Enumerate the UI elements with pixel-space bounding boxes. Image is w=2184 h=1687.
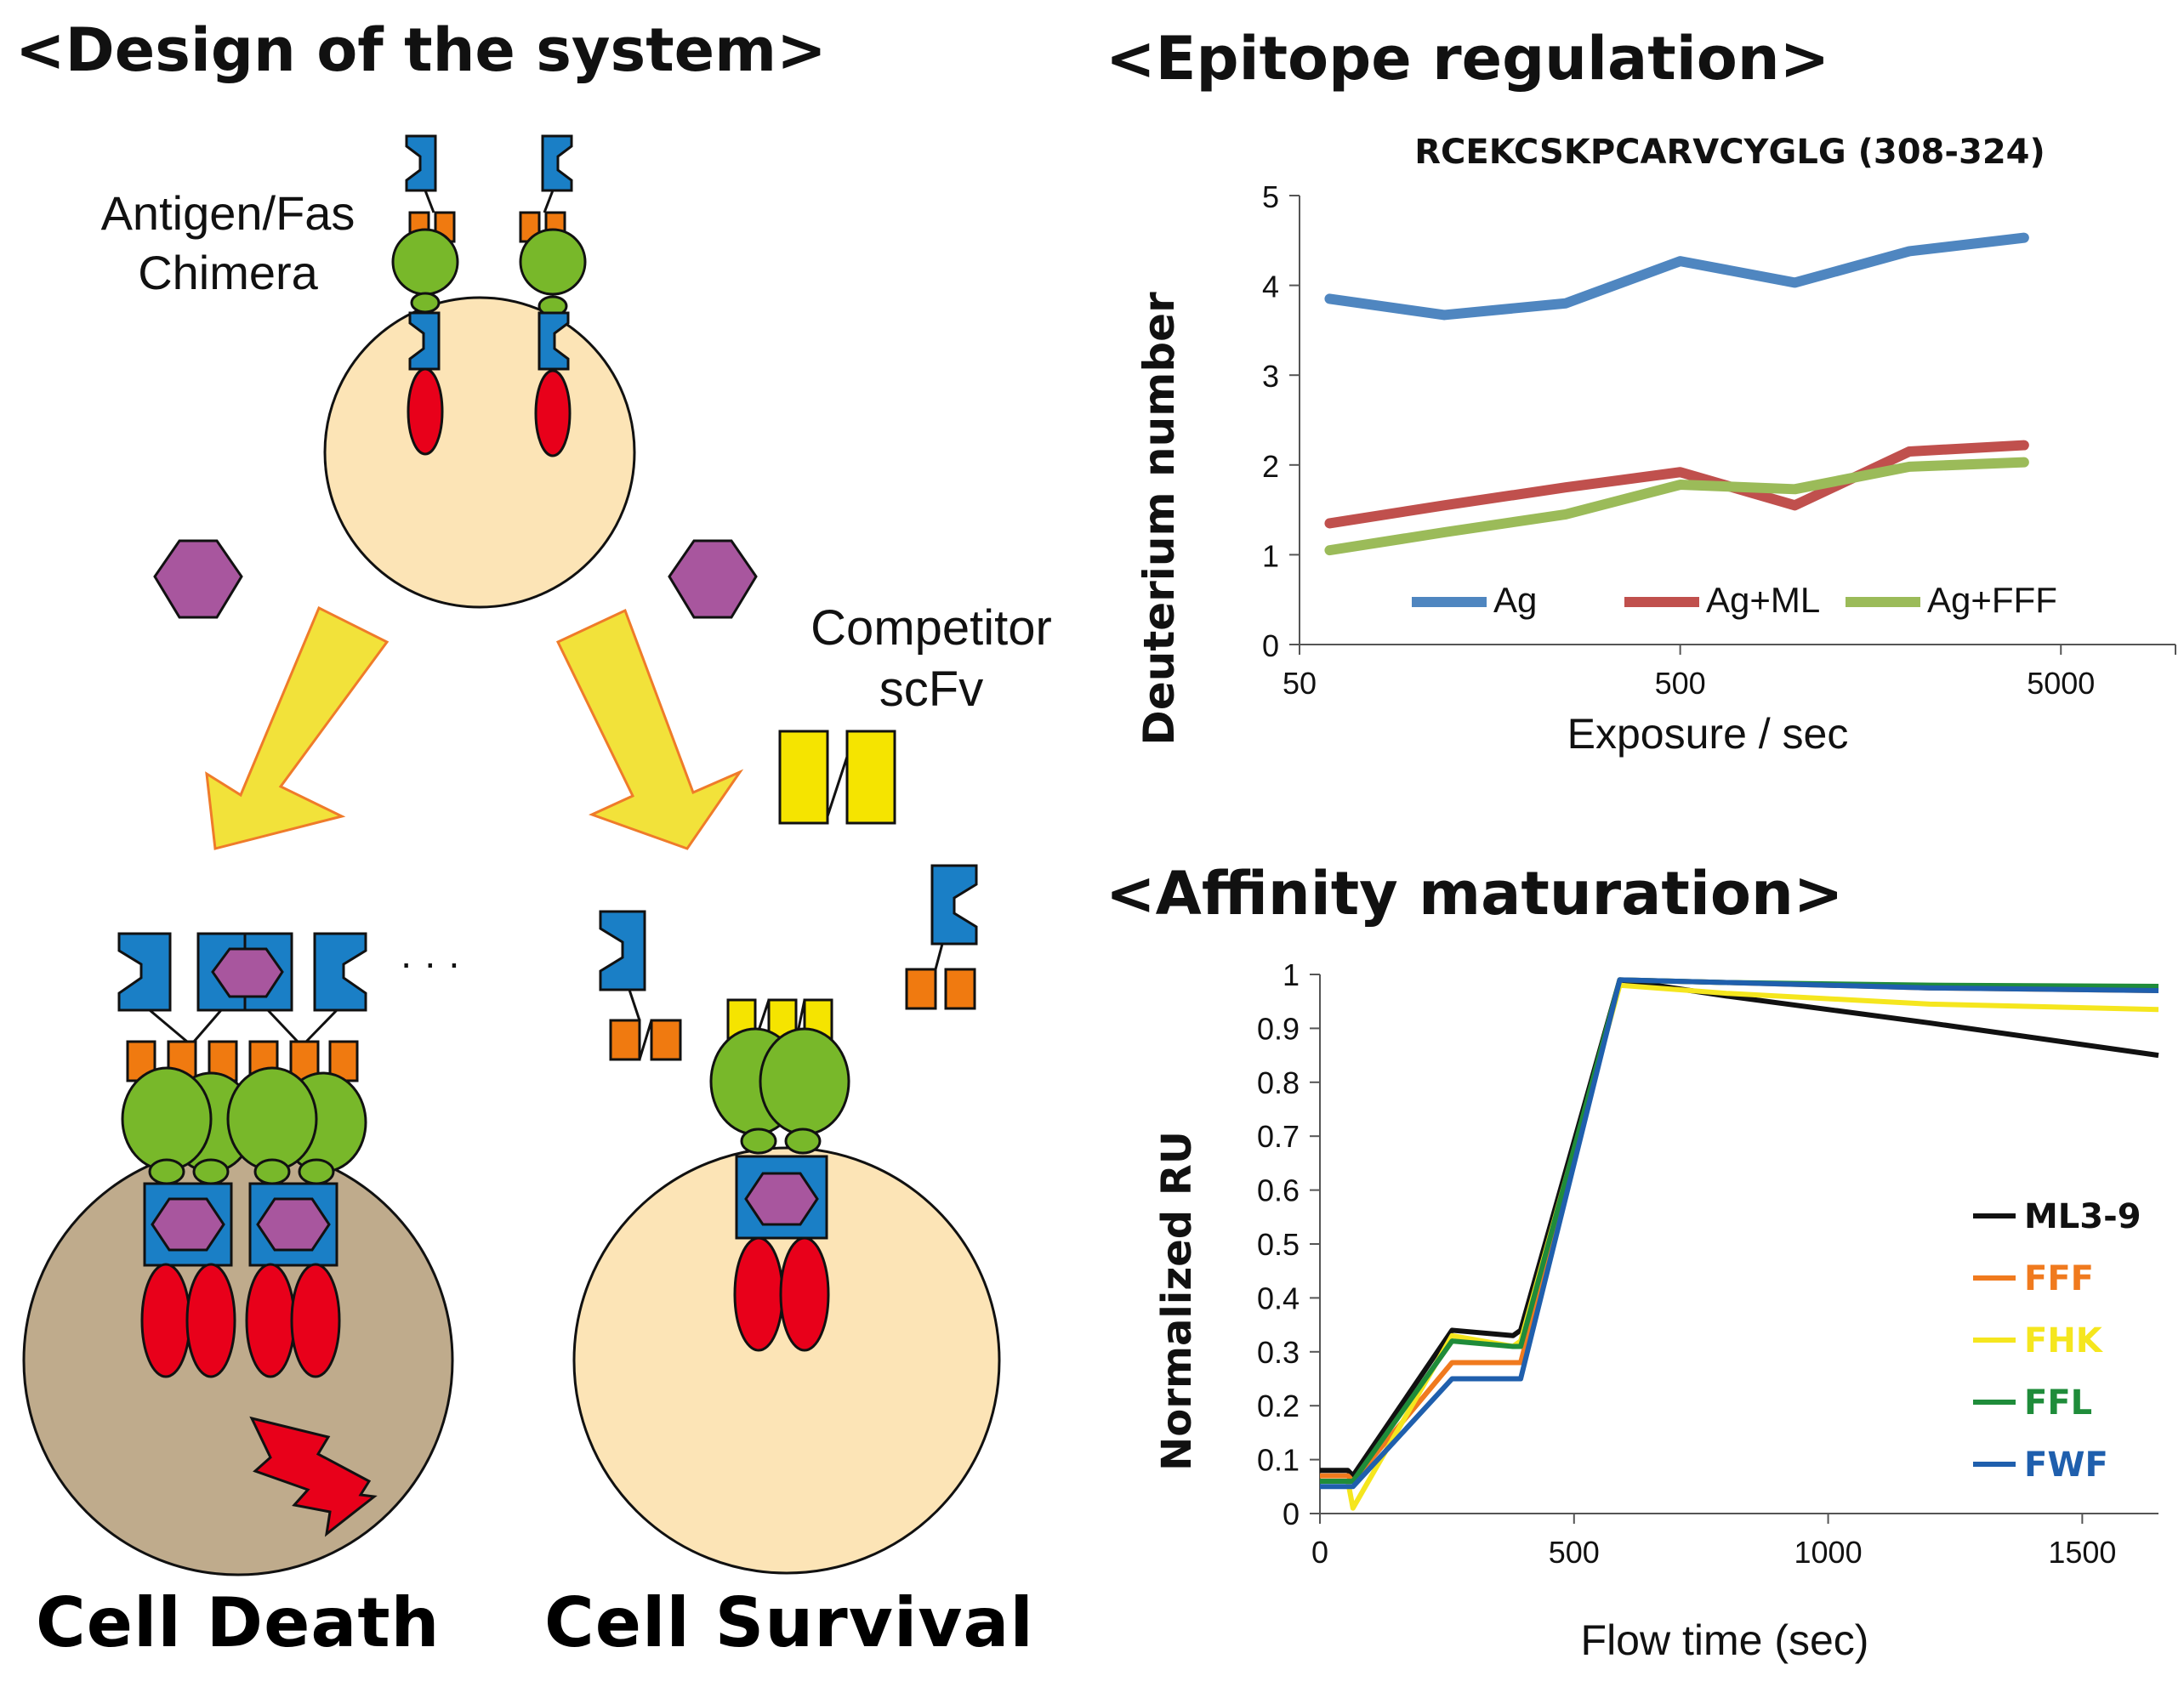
y-tick-label: 0.2 — [1257, 1389, 1300, 1423]
cell-survival-label: Cell Survival — [544, 1583, 1034, 1662]
affinity-chart-axes: 0 0.1 0.2 0.3 0.4 0.5 0.6 0.7 0.8 0.9 1 0 500 1000 150… — [1257, 957, 2158, 1570]
y-tick-label: 0.7 — [1257, 1119, 1300, 1154]
y-tick-label: 2 — [1262, 449, 1279, 484]
y-tick-label: 0.6 — [1257, 1173, 1300, 1208]
y-tick-label: 1 — [1283, 957, 1300, 992]
death-signal-arrow — [249, 1416, 378, 1537]
legend-label: ML3-9 — [2024, 1197, 2141, 1236]
ellipsis-dots: · · · — [400, 940, 461, 985]
x-tick-label: 500 — [1655, 666, 1706, 701]
x-tick-label: 0 — [1311, 1535, 1328, 1570]
top-cell — [323, 296, 636, 609]
affinity-chart: 0 0.1 0.2 0.3 0.4 0.5 0.6 0.7 0.8 0.9 1 0 500 1000 150… — [1153, 957, 2159, 1664]
dying-cell — [22, 1145, 454, 1576]
free-chimera-right — [905, 864, 978, 1010]
y-tick-label: 1 — [1262, 538, 1279, 573]
ligand-hexagon-left — [153, 539, 243, 619]
x-tick-label: 5000 — [2027, 666, 2095, 701]
y-tick-label: 0 — [1283, 1497, 1300, 1531]
series-line-fwf — [1320, 977, 2159, 1490]
x-tick-label: 50 — [1283, 666, 1317, 701]
series-line-ag — [1324, 232, 2029, 321]
series-line-ag-fff — [1324, 457, 2029, 556]
affinity-chart-ylabel: Normalized RU — [1153, 1131, 1201, 1471]
x-tick-label: 1000 — [1794, 1535, 1863, 1570]
competitor-label-line1: Competitor — [810, 600, 1052, 656]
y-tick-label: 0 — [1262, 628, 1279, 663]
x-tick-label: 1500 — [2048, 1535, 2116, 1570]
y-tick-label: 0.8 — [1257, 1065, 1300, 1100]
epitope-heading: <Epitope regulation> — [1106, 24, 1830, 94]
legend-label: FWF — [2024, 1446, 2108, 1485]
epitope-chart-legend: Ag Ag+ML Ag+FFF — [1412, 580, 2057, 620]
y-tick-label: 0.9 — [1257, 1011, 1300, 1046]
legend-label: Ag — [1493, 580, 1537, 620]
epitope-chart-title: RCEKCSKPCARVCYGLG (308-324) — [1414, 133, 2045, 172]
epitope-chart: RCEKCSKPCARVCYGLG (308-324) 0 1 2 3 4 5 50 500 5… — [1135, 133, 2176, 758]
arrow-to-death — [205, 605, 390, 850]
chimera-label-line2: Chimera — [138, 246, 318, 299]
design-diagram: Antigen/Fas Chimera Competitor scFv — [22, 134, 1052, 1576]
y-tick-label: 0.1 — [1257, 1443, 1300, 1478]
legend-label: FFL — [2024, 1383, 2092, 1423]
ligand-hexagon-right — [668, 539, 758, 619]
chimera-label-line1: Antigen/Fas — [101, 186, 355, 240]
free-chimera-left — [599, 910, 682, 1061]
surviving-cell — [572, 1146, 1001, 1575]
legend-label: FFF — [2024, 1259, 2094, 1298]
y-tick-label: 5 — [1262, 179, 1279, 214]
arrow-to-survival — [555, 608, 744, 850]
y-tick-label: 0.4 — [1257, 1281, 1300, 1315]
series-line-ag-ml — [1324, 440, 2029, 529]
y-tick-label: 4 — [1262, 270, 1279, 304]
design-heading: <Design of the system> — [15, 15, 827, 85]
competitor-label-line2: scFv — [879, 662, 983, 717]
y-tick-label: 3 — [1262, 359, 1279, 394]
top-chimera-left — [391, 134, 459, 456]
y-tick-label: 0.5 — [1257, 1227, 1300, 1262]
affinity-chart-xlabel: Flow time (sec) — [1581, 1616, 1869, 1664]
y-tick-label: 0.3 — [1257, 1335, 1300, 1370]
epitope-chart-axes: 0 1 2 3 4 5 50 500 5000 — [1262, 179, 2176, 701]
epitope-chart-xlabel: Exposure / sec — [1567, 710, 1849, 758]
series-line-ml3-9 — [1320, 977, 2159, 1479]
epitope-chart-series — [1324, 232, 2029, 556]
affinity-chart-series — [1320, 977, 2159, 1511]
series-line-fhk — [1320, 982, 2159, 1511]
x-tick-label: 500 — [1549, 1535, 1600, 1570]
top-chimera-right — [519, 134, 587, 457]
cell-death-label: Cell Death — [36, 1583, 441, 1662]
epitope-chart-ylabel: Deuterium number — [1135, 292, 1184, 746]
clustered-receptors — [117, 932, 367, 1378]
legend-label: Ag+ML — [1706, 580, 1820, 620]
competitor-bound-receptor — [709, 998, 850, 1352]
legend-label: Ag+FFF — [1927, 580, 2057, 620]
competitor-scfv — [778, 730, 896, 825]
legend-label: FHK — [2024, 1321, 2104, 1360]
affinity-heading: <Affinity maturation> — [1106, 859, 1844, 929]
